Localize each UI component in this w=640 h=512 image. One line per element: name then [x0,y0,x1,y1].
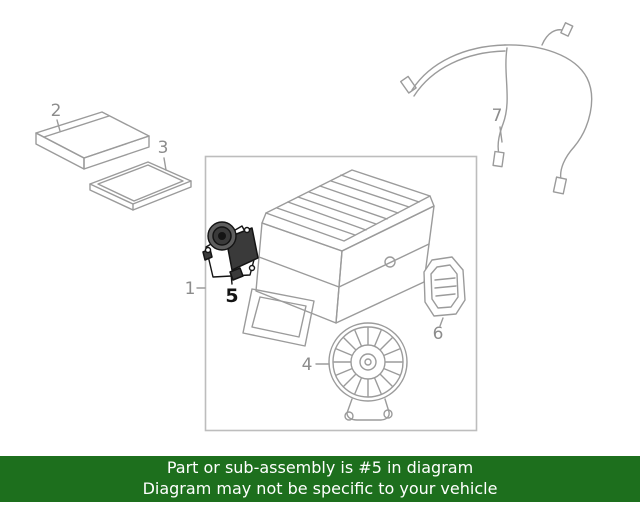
filter-cover-frame [89,161,192,211]
part-label-1: 1 [185,279,196,299]
part-leader-5 [230,273,233,285]
banner-line2: Diagram may not be specific to your vehi… [142,479,498,498]
servo-motor-highlighted [202,221,259,281]
part-label-5: 5 [225,285,238,307]
cabin-air-filter [35,111,150,170]
part-leader-2 [56,119,61,132]
blower-resistor [423,256,466,317]
notice-banner: Part or sub-assembly is #5 in diagram Di… [0,456,640,502]
leader-lines [56,119,503,365]
banner-line1: Part or sub-assembly is #5 in diagram [166,458,474,478]
blower-motor-fan [328,322,408,421]
fan-fins [333,327,403,397]
assembly-bounding-box [204,155,478,432]
part-label-4: 4 [302,355,313,375]
blower-unit-case [242,169,435,347]
part-leader-6 [439,317,444,327]
part-label-3: 3 [158,138,169,158]
part-leader-7 [499,126,503,143]
part-label-2: 2 [51,101,62,121]
part-leader-3 [163,157,167,171]
parts-diagram: 2 3 1 5 4 6 7 [35,22,593,432]
part-label-7: 7 [492,106,503,126]
diagram-canvas: 2 3 1 5 4 6 7 [35,22,593,432]
wiring-harness [400,22,593,195]
part-label-6: 6 [433,324,444,344]
